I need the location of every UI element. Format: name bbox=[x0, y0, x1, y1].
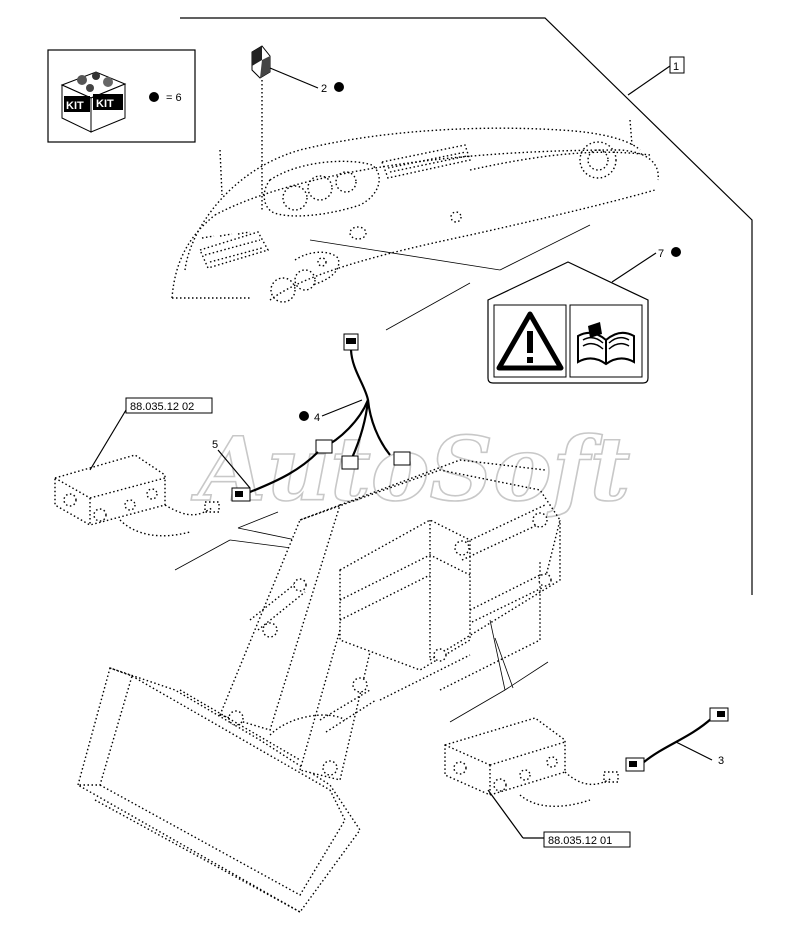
ref-lower[interactable]: 88.035.12 01 bbox=[487, 789, 631, 848]
callout-3: 3 bbox=[675, 741, 724, 767]
kit-legend-text: = 6 bbox=[166, 92, 182, 104]
kit-box-icon: KIT KIT bbox=[60, 71, 127, 133]
switch-icon bbox=[251, 45, 271, 210]
manual-book-icon bbox=[577, 322, 635, 366]
kit-legend-box: KIT KIT = 6 bbox=[47, 49, 196, 143]
valve-block-lower bbox=[444, 717, 619, 808]
ref-upper[interactable]: 88.035.12 02 bbox=[89, 397, 213, 471]
callout-7: 7 bbox=[611, 247, 681, 283]
kit-label-right: KIT bbox=[96, 98, 114, 110]
lower-leaders bbox=[449, 619, 549, 723]
callout-1-label: 1 bbox=[673, 61, 679, 73]
callout-2: 2 bbox=[269, 67, 344, 95]
assembly-boundary-line bbox=[180, 17, 753, 595]
loader-assembly bbox=[77, 459, 561, 913]
warning-decal bbox=[487, 261, 649, 384]
callout-5-label: 5 bbox=[212, 439, 218, 451]
watermark: AutoSoft bbox=[191, 417, 630, 521]
callout-7-label: 7 bbox=[658, 248, 664, 260]
warning-triangle-icon bbox=[496, 311, 564, 371]
ref-lower-label: 88.035.12 01 bbox=[548, 835, 612, 847]
callout-2-label: 2 bbox=[321, 83, 327, 95]
ref-upper-label: 88.035.12 02 bbox=[130, 401, 194, 413]
kit-label-left: KIT bbox=[66, 100, 84, 112]
dashboard-panel bbox=[171, 119, 659, 303]
callout-4-label: 4 bbox=[314, 412, 320, 424]
callout-1: 1 bbox=[627, 56, 685, 96]
connector-icon bbox=[343, 333, 359, 351]
kit-bullet-icon bbox=[149, 92, 159, 102]
valve-block-upper bbox=[54, 454, 220, 537]
wiring-harness bbox=[231, 333, 411, 502]
callout-3-label: 3 bbox=[718, 755, 724, 767]
dashboard-leaders bbox=[309, 224, 591, 331]
callout-5: 5 bbox=[212, 439, 251, 489]
callout-4: 4 bbox=[299, 399, 363, 424]
harness-3 bbox=[625, 707, 729, 772]
